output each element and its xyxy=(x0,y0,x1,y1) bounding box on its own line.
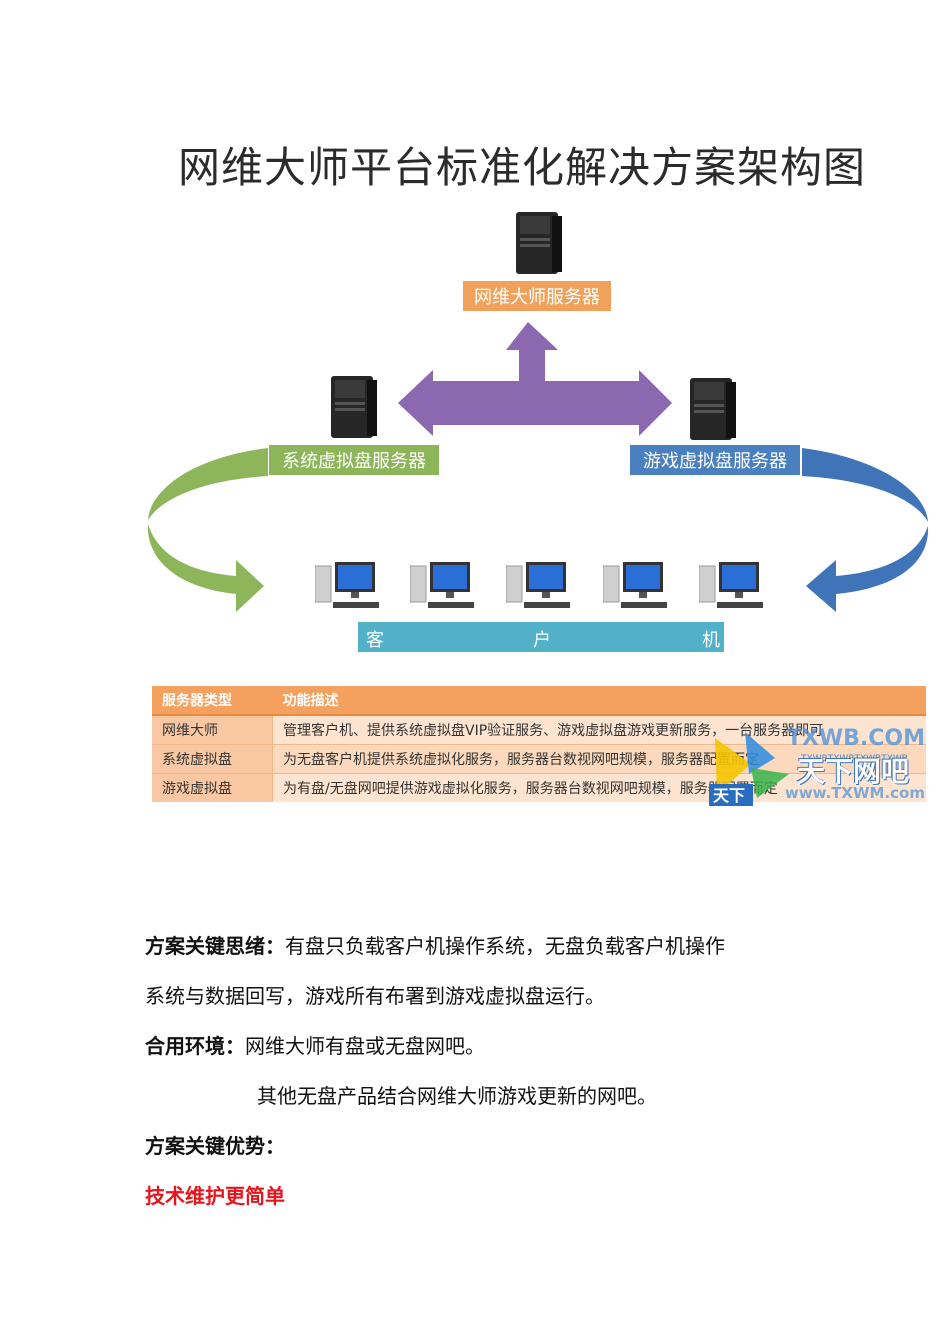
watermark-site: www.TXWM.com xyxy=(784,784,925,802)
table-header-desc: 功能描述 xyxy=(272,686,926,716)
game-server-label: 游戏虚拟盘服务器 xyxy=(630,445,800,475)
watermark-logo-icon: 天下 xyxy=(709,732,789,806)
client-label-bar: 客 户 机 xyxy=(358,622,724,652)
server-type-cell: 游戏虚拟盘 xyxy=(152,773,273,802)
main-server-label: 网维大师服务器 xyxy=(463,281,611,311)
game-arc-arrow-lower xyxy=(806,526,929,612)
client-pc-icon xyxy=(506,562,570,608)
client-label-2: 户 xyxy=(533,630,551,651)
table-header-type: 服务器类型 xyxy=(152,686,273,716)
main-server-icon xyxy=(516,212,562,274)
advantage-label: 方案关键优势： xyxy=(145,1134,285,1158)
diagram-title: 网维大师平台标准化解决方案架构图 xyxy=(178,143,867,192)
client-pc-icon xyxy=(410,562,474,608)
server-type-cell: 系统虚拟盘 xyxy=(152,744,273,774)
table-row: 网维大师 管理客户机、提供系统虚拟盘VIP验证服务、游戏虚拟盘游戏更新服务，一台… xyxy=(152,714,926,745)
advantage-item-heading: 技术维护更简单 xyxy=(145,1184,285,1208)
environment-line1: 网维大师有盘或无盘网吧。 xyxy=(245,1034,485,1058)
system-server-label: 系统虚拟盘服务器 xyxy=(269,445,439,475)
function-desc-cell: 为有盘/无盘网吧提供游戏虚拟化服务，服务器台数视网吧规模，服务器配置而定 xyxy=(272,773,926,802)
advantage-paragraph: 方案关键优势： xyxy=(145,1130,285,1159)
key-idea-paragraph: 方案关键思绪：有盘只负载客户机操作系统，无盘负载客户机操作 xyxy=(145,930,725,959)
key-idea-line2: 系统与数据回写，游戏所有布署到游戏虚拟盘运行。 xyxy=(145,984,605,1008)
watermark-logo-text: 天下 xyxy=(713,786,745,805)
table-row: 游戏虚拟盘 为有盘/无盘网吧提供游戏虚拟化服务，服务器台数视网吧规模，服务器配置… xyxy=(152,773,926,802)
client-pc-icon xyxy=(699,562,763,608)
function-desc-cell: 管理客户机、提供系统虚拟盘VIP验证服务、游戏虚拟盘游戏更新服务，一台服务器即可 xyxy=(272,714,926,745)
table-header-row: 服务器类型 功能描述 xyxy=(152,686,926,716)
environment-label: 合用环境： xyxy=(145,1034,245,1058)
environment-paragraph: 合用环境：网维大师有盘或无盘网吧。 xyxy=(145,1030,485,1059)
watermark-brand: 天下网吧 xyxy=(797,755,910,788)
watermark-url: TXWB.COM xyxy=(786,726,925,751)
key-idea-label: 方案关键思绪： xyxy=(145,934,285,958)
client-label-3: 机 xyxy=(702,630,720,651)
system-arc-arrow xyxy=(148,448,268,520)
key-idea-line1: 有盘只负载客户机操作系统，无盘负载客户机操作 xyxy=(285,934,725,958)
game-server-icon xyxy=(690,378,736,440)
watermark-strip: TXWBTXWBTXWBTXWB xyxy=(801,754,908,764)
game-arc-arrow xyxy=(802,448,928,522)
diagram-connectors xyxy=(147,322,929,612)
server-type-cell: 网维大师 xyxy=(152,714,273,745)
environment-line2: 其他无盘产品结合网维大师游戏更新的网吧。 xyxy=(257,1084,657,1108)
site-watermark: 天下 TXWB.COM TXWBTXWBTXWBTXWB 天下网吧 www.TX… xyxy=(705,718,929,808)
system-server-icon xyxy=(331,376,377,438)
function-desc-cell: 为无盘客户机提供系统虚拟化服务，服务器台数视网吧规模，服务器配置而定 xyxy=(272,744,926,774)
client-pc-icon xyxy=(603,562,667,608)
client-pc-icon xyxy=(315,562,379,608)
server-function-table: 服务器类型 功能描述 网维大师 管理客户机、提供系统虚拟盘VIP验证服务、游戏虚… xyxy=(152,686,926,802)
connector-arrows xyxy=(398,322,672,436)
client-label-1: 客 xyxy=(366,630,384,651)
system-arc-arrow-lower xyxy=(147,524,264,612)
table-row: 系统虚拟盘 为无盘客户机提供系统虚拟化服务，服务器台数视网吧规模，服务器配置而定 xyxy=(152,744,926,774)
